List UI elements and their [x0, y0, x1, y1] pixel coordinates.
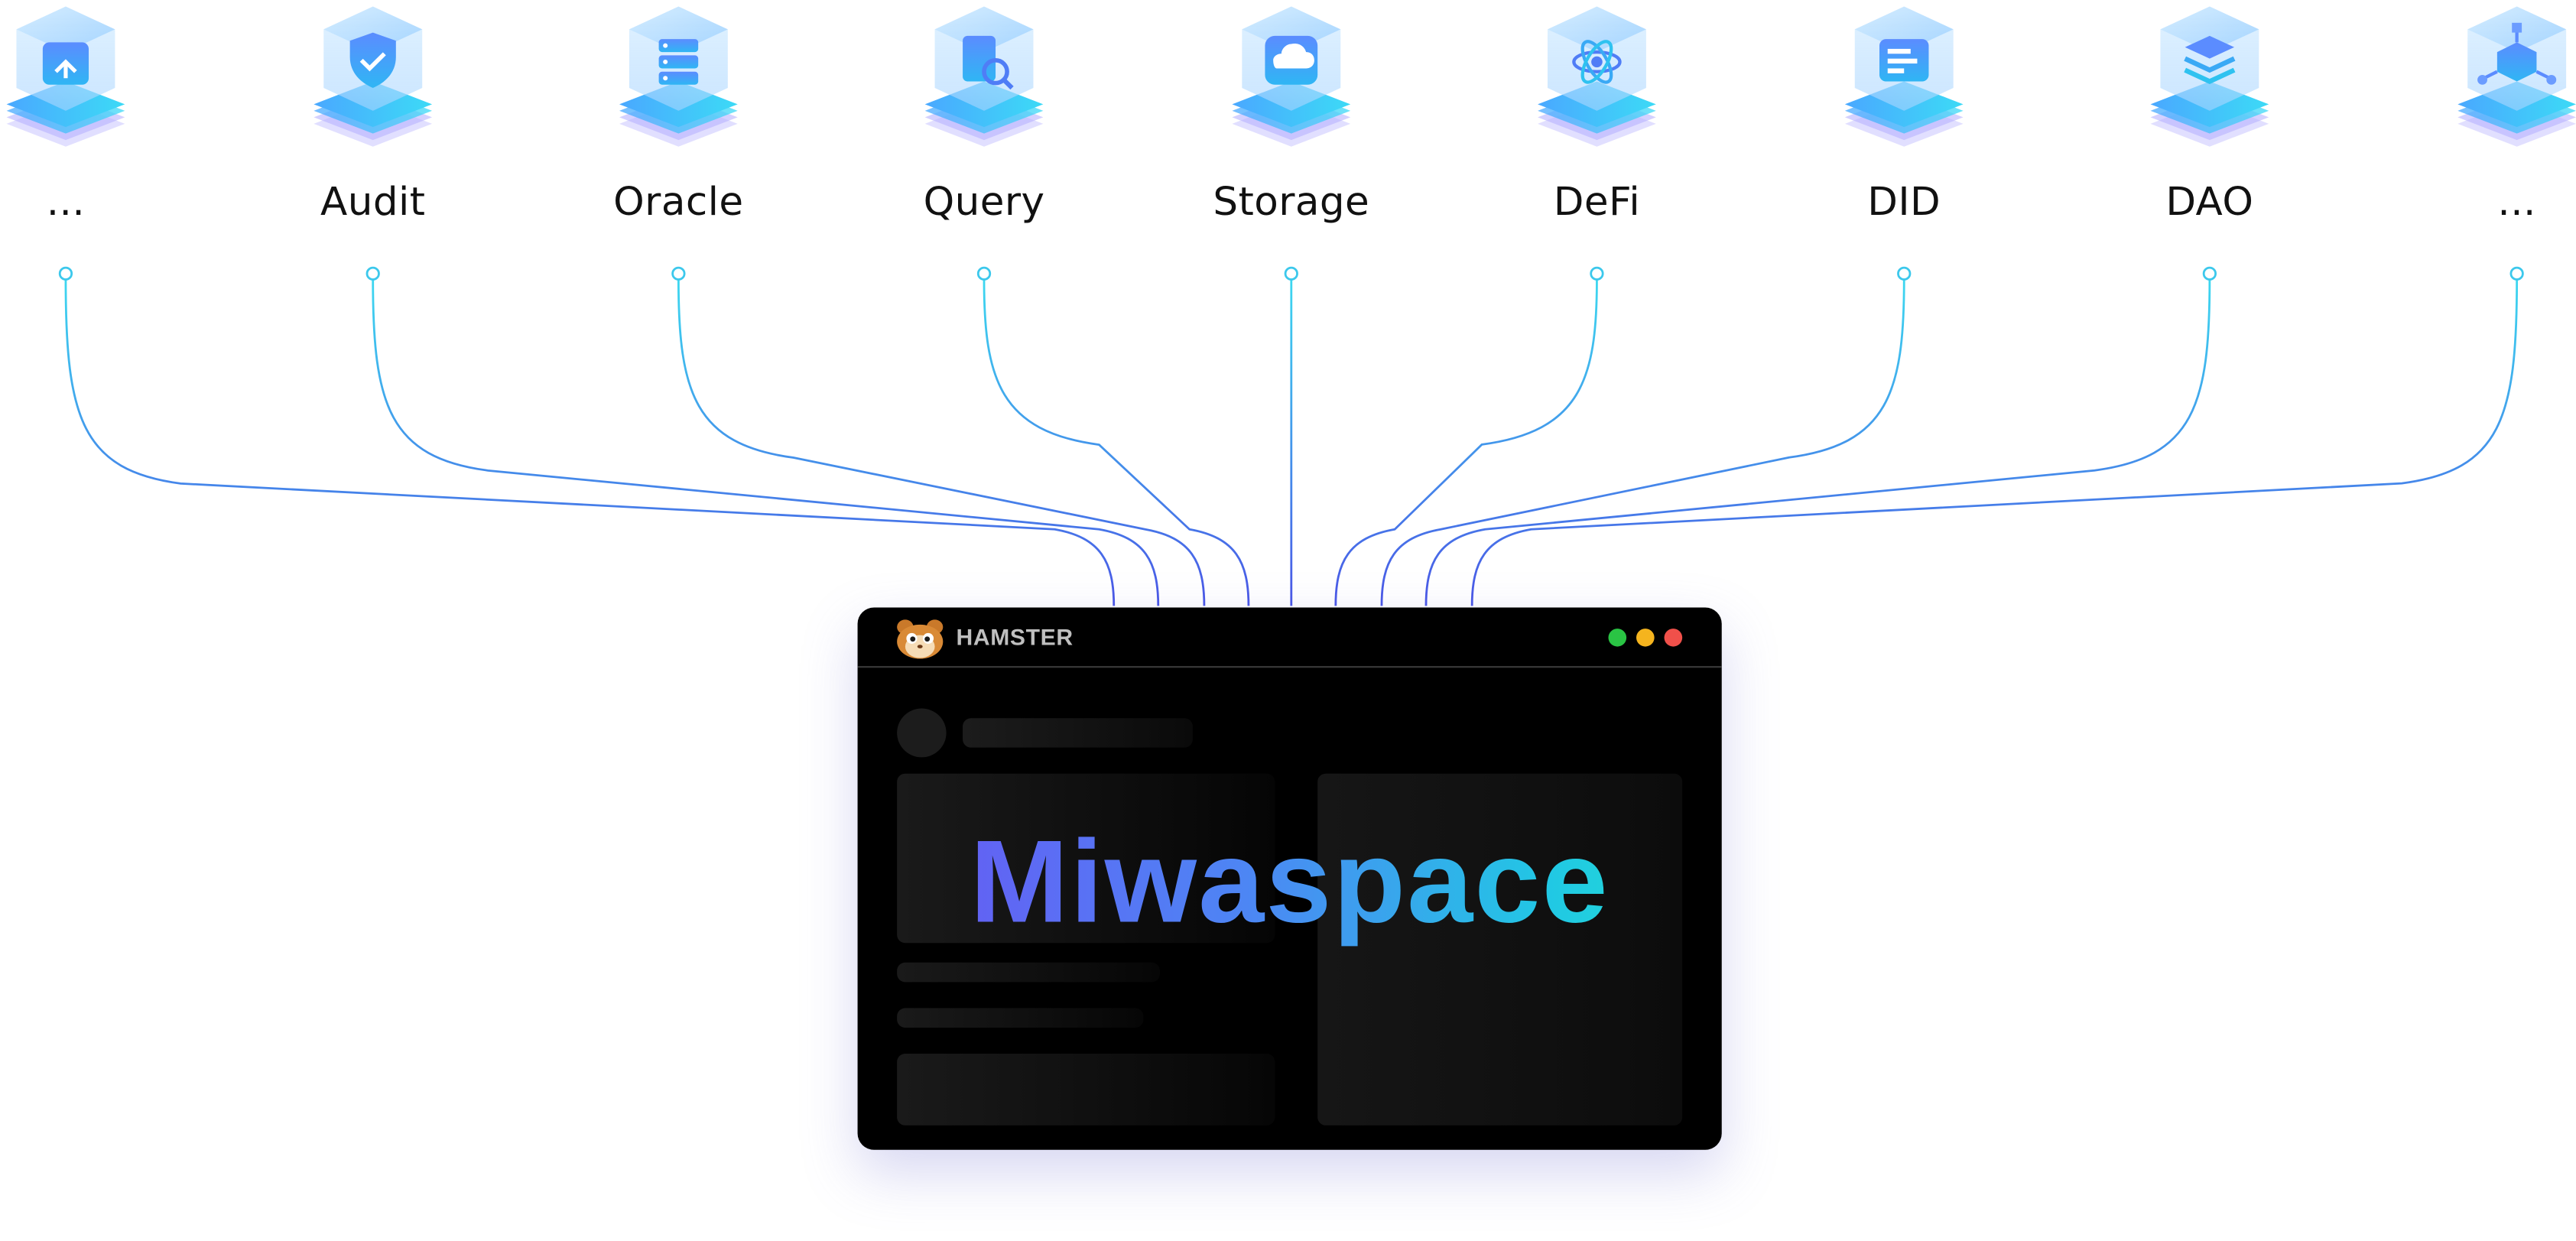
network-cube-icon-graphic [2457, 6, 2576, 147]
connector-port [2509, 266, 2524, 281]
window-titlebar: HAMSTER [857, 607, 1722, 668]
node-label: Oracle [613, 179, 744, 225]
app-window: HAMSTER Miwaspace [857, 607, 1722, 1150]
node-label: DID [1867, 179, 1941, 225]
connector-port [976, 266, 992, 281]
text-line-placeholder [897, 1008, 1144, 1028]
layers-icon-graphic [2150, 6, 2269, 147]
node-oracle: Oracle [580, 0, 777, 244]
file-search-icon [918, 0, 1050, 170]
server-cloud-icon [612, 0, 744, 170]
upload-doc-icon-graphic [6, 6, 125, 147]
node-label: Audit [320, 179, 426, 225]
network-cube-icon [2451, 0, 2576, 170]
connector-port [1590, 266, 1604, 281]
connector-port [2202, 266, 2217, 281]
id-card-icon [1838, 0, 1970, 170]
connector-port [1897, 266, 1912, 281]
node-more-left: ... [0, 0, 164, 244]
cloud-drive-icon [1226, 0, 1357, 170]
connector-line [1424, 280, 2211, 606]
connector-line [1470, 280, 2519, 606]
upload-doc-icon [0, 0, 132, 170]
shield-check-icon [307, 0, 439, 170]
layers-icon [2144, 0, 2276, 170]
product-title: Miwaspace [858, 816, 1722, 950]
window-close-button[interactable] [1664, 629, 1683, 647]
connector-line [64, 280, 1116, 606]
server-cloud-icon-graphic [619, 6, 738, 147]
node-label: ... [2497, 179, 2536, 225]
connector-port [58, 266, 73, 281]
connector-line [1334, 280, 1598, 606]
node-label: Storage [1213, 179, 1370, 225]
node-label: DAO [2165, 179, 2254, 225]
header-line-placeholder [963, 718, 1193, 748]
node-label: ... [46, 179, 86, 225]
atom-icon [1531, 0, 1662, 170]
file-search-icon-graphic [924, 6, 1044, 147]
cloud-drive-icon-graphic [1232, 6, 1351, 147]
atom-icon-graphic [1538, 6, 1656, 147]
text-line-placeholder [897, 962, 1160, 983]
node-audit: Audit [274, 0, 472, 244]
node-did: DID [1805, 0, 2003, 244]
window-zoom-button[interactable] [1608, 629, 1627, 647]
avatar-placeholder [897, 708, 947, 758]
connector-port [1284, 266, 1298, 281]
connector-line [983, 280, 1250, 606]
brand-name: HAMSTER [956, 623, 1074, 650]
connector-line [372, 280, 1160, 606]
shield-check-icon-graphic [313, 6, 433, 147]
node-dao: DAO [2111, 0, 2308, 244]
connector-line [677, 280, 1206, 606]
connector-port [671, 266, 686, 281]
node-more-right: ... [2418, 0, 2576, 244]
node-query: Query [885, 0, 1083, 244]
connector-line [1380, 280, 1905, 606]
content-block-placeholder [897, 773, 1275, 944]
footer-block-placeholder [897, 1054, 1275, 1126]
hamster-logo-icon [897, 619, 944, 659]
connector-port [365, 266, 380, 281]
node-label: DeFi [1553, 179, 1641, 225]
node-label: Query [923, 179, 1045, 225]
node-storage: Storage [1193, 0, 1390, 244]
side-panel-placeholder [1317, 773, 1683, 1126]
id-card-icon-graphic [1844, 6, 1964, 147]
node-defi: DeFi [1499, 0, 1696, 244]
window-minimize-button[interactable] [1636, 629, 1655, 647]
